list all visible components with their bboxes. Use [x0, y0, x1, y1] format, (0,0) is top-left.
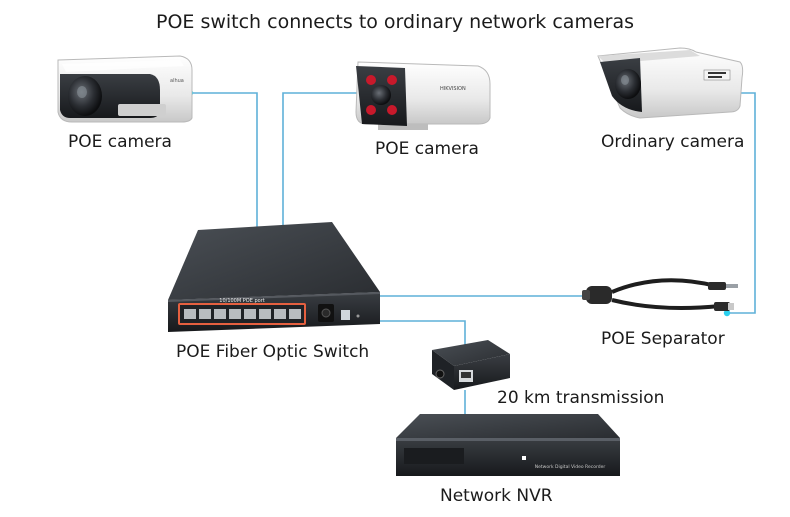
label-poe-camera-center: POE camera	[375, 139, 479, 159]
poe-camera-center-icon: HIKVISION	[355, 61, 491, 130]
cable-ordinary-camera	[718, 92, 756, 314]
label-poe-separator: POE Separator	[601, 329, 725, 349]
cable-left-camera	[190, 92, 258, 228]
diagram-title: POE switch connects to ordinary network …	[155, 11, 634, 33]
label-transmission: 20 km transmission	[497, 388, 665, 408]
label-network-nvr: Network NVR	[440, 486, 553, 506]
switch-port-label: 10/100M POE port	[219, 298, 264, 304]
poe-separator-icon	[582, 278, 738, 311]
svg-text:alhua: alhua	[170, 78, 184, 84]
label-poe-camera-left: POE camera	[68, 132, 172, 152]
poe-switch-icon: 10/100M POE port	[168, 222, 380, 332]
camera-center-brand-text: HIKVISION	[440, 86, 466, 92]
nvr-icon: Network Digital Video Recorder	[396, 414, 620, 476]
label-poe-switch: POE Fiber Optic Switch	[176, 342, 370, 362]
label-ordinary-camera: Ordinary camera	[601, 132, 745, 152]
cable-switch-to-media-converter	[380, 320, 466, 352]
poe-camera-left-icon: alhua	[57, 55, 193, 123]
media-converter-icon	[432, 340, 510, 390]
nvr-front-label: Network Digital Video Recorder	[535, 464, 606, 470]
cable-center-camera	[282, 92, 360, 228]
ordinary-camera-icon	[597, 47, 744, 119]
